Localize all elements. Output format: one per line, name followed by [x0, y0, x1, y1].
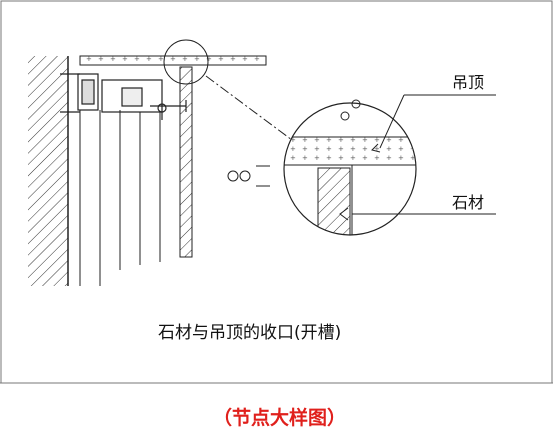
- stone-panel: [79, 110, 161, 286]
- detail-marker-circle: [163, 39, 209, 85]
- label-ceiling: 吊顶: [452, 73, 485, 92]
- enlarged-detail: [227, 99, 417, 236]
- drawing-caption: 石材与吊顶的收口(开槽): [158, 323, 342, 343]
- ceiling-slab: [79, 55, 267, 66]
- concrete-wall: [28, 56, 69, 286]
- label-stone: 石材: [452, 193, 485, 212]
- label-leaders: [352, 94, 496, 215]
- footer-title: （节点大样图）: [213, 407, 347, 429]
- detail-leader-line: [205, 75, 293, 141]
- right-wall: [179, 66, 193, 258]
- steel-bracket: [60, 73, 187, 120]
